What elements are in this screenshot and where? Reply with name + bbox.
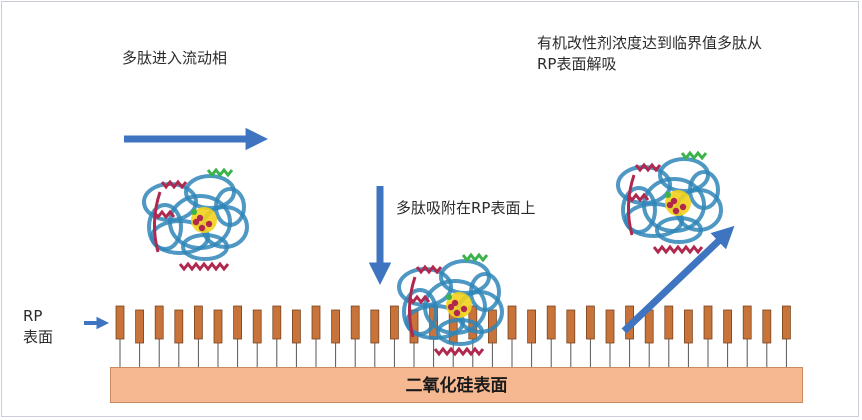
label-rp-line1: RP	[23, 307, 43, 325]
ligand-chain	[252, 309, 262, 344]
ligand-chain	[527, 309, 536, 344]
protein-helix	[206, 167, 234, 178]
protein-core	[446, 294, 452, 300]
protein-core	[672, 207, 680, 215]
protein-structure-icon	[142, 167, 249, 272]
ligand-chain	[664, 305, 674, 340]
diagonal-arrow-icon	[621, 225, 735, 334]
protein-helix	[439, 259, 491, 295]
ligand-chain	[762, 309, 772, 344]
protein-core	[453, 309, 461, 317]
protein-core	[460, 305, 468, 313]
protein-helix	[184, 174, 236, 210]
protein-core	[192, 218, 200, 226]
ligand-chain	[350, 305, 360, 340]
ligand-chain	[311, 305, 321, 340]
label-silica: 二氧化硅表面	[405, 376, 508, 396]
protein-helix	[655, 216, 703, 244]
protein-helix	[152, 209, 176, 220]
protein-core	[666, 201, 674, 209]
ligand-chain	[586, 305, 595, 340]
protein-helix	[415, 264, 443, 275]
protein-helix	[642, 177, 706, 233]
protein-helix	[658, 157, 710, 193]
protein-helix	[153, 191, 162, 253]
protein-core	[205, 220, 213, 228]
label-peptide-adsorbs: 多肽吸附在RP表面上	[396, 199, 536, 217]
protein-helix	[433, 346, 485, 357]
ligand-chain	[507, 305, 517, 340]
ligand-chain	[174, 309, 184, 344]
protein-helix	[160, 179, 188, 190]
protein-helix	[407, 294, 431, 305]
ligand-chain	[193, 305, 203, 340]
protein-core	[447, 303, 455, 311]
ligand-chain	[154, 305, 164, 340]
label-peptide-desorbs: 有机改性剂浓度达到临界值多肽从 RP表面解吸	[537, 33, 762, 75]
label-peptide-enters: 多肽进入流动相	[122, 49, 228, 67]
protein-helix	[469, 272, 501, 312]
protein-helix	[688, 170, 720, 210]
protein-structure-icon	[397, 252, 504, 357]
protein-helix	[652, 244, 704, 255]
protein-core	[191, 209, 197, 215]
ligand-chain	[389, 305, 399, 340]
ligand-chain	[684, 309, 693, 344]
ligand-chain	[546, 305, 556, 340]
ligand-chain	[272, 305, 282, 340]
protein-helix	[168, 194, 232, 250]
ligand-chain	[742, 305, 752, 340]
ligand-chain	[782, 305, 791, 340]
protein-helix	[634, 162, 662, 173]
protein-helix	[627, 174, 636, 236]
label-desorb-line2: RP表面解吸	[537, 55, 617, 73]
protein-core	[198, 224, 206, 232]
ligand-chain	[723, 309, 732, 344]
protein-helix	[436, 318, 484, 346]
label-rp-line2: 表面	[23, 328, 54, 346]
ligand-chain	[605, 309, 615, 344]
ligand-chain	[213, 309, 223, 344]
label-rp-surface: RP 表面	[23, 306, 53, 348]
ligand-chain	[566, 309, 576, 344]
protein-helix	[680, 150, 708, 161]
protein-structure-icon	[616, 150, 723, 255]
ligand-chain	[233, 305, 243, 340]
ligand-chain	[703, 305, 713, 340]
protein-helix	[621, 186, 657, 234]
ligand-chain	[331, 309, 341, 344]
protein-helix	[461, 252, 489, 263]
protein-helix	[408, 276, 417, 338]
ligand-chain	[644, 309, 654, 344]
protein-core	[451, 299, 459, 307]
protein-core	[665, 192, 671, 198]
protein-helix	[178, 261, 230, 272]
label-desorb-line1: 有机改性剂浓度达到临界值多肽从	[537, 34, 763, 52]
ligand-chain	[291, 309, 301, 344]
ligand-chain	[135, 309, 145, 344]
silica-surface: 二氧化硅表面	[110, 367, 803, 403]
protein-core	[679, 203, 687, 211]
protein-core	[670, 197, 678, 205]
protein-helix	[423, 279, 487, 335]
protein-core	[196, 214, 204, 222]
ligand-chain	[115, 305, 125, 340]
ligand-chain	[370, 309, 380, 344]
protein-helix	[147, 203, 183, 251]
protein-helix	[214, 187, 246, 227]
protein-helix	[402, 288, 438, 336]
protein-helix	[181, 233, 229, 261]
protein-helix	[626, 192, 650, 203]
